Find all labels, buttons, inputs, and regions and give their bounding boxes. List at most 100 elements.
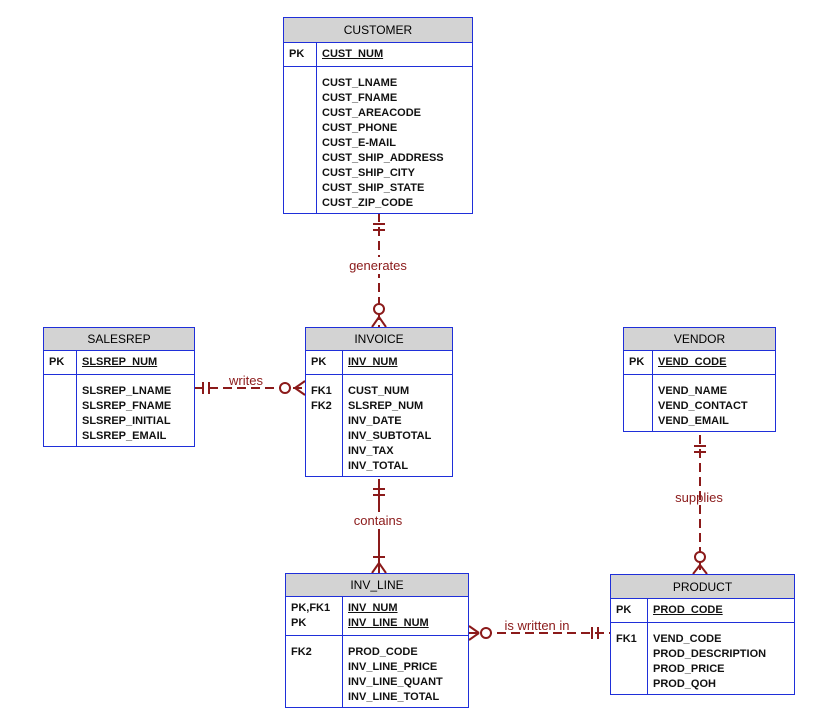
key-label: PK: [629, 356, 645, 368]
entity-title: INVOICE: [306, 328, 452, 351]
attribute-row: CUST_PHONE: [284, 121, 472, 136]
generates-crow-left: [371, 316, 380, 328]
attribute-name: CUST_E-MAIL: [322, 137, 396, 149]
key-label: PK: [49, 356, 65, 368]
attribute-name: CUST_NUM: [348, 385, 410, 397]
attribute-row: VEND_EMAIL: [624, 414, 775, 429]
attribute-name: VEND_CODE: [658, 356, 727, 368]
attribute-row: INV_LINE_PRICE: [286, 660, 468, 675]
attribute-row: CUST_AREACODE: [284, 106, 472, 121]
writes-label: writes: [228, 373, 263, 388]
key-label: PK: [311, 356, 327, 368]
attribute-name: SLSREP_NUM: [348, 400, 424, 412]
entity-title: INV_LINE: [286, 574, 468, 597]
attribute-name: CUST_NUM: [322, 48, 384, 60]
key-label: FK2: [291, 646, 312, 658]
contains-label: contains: [354, 513, 403, 528]
contains-label-bg: [346, 512, 412, 529]
attribute-name: PROD_DESCRIPTION: [653, 648, 767, 660]
attribute-row: CUST_ZIP_CODE: [284, 196, 472, 211]
is-written-in-crow-top: [468, 625, 480, 634]
attribute-name: PROD_PRICE: [653, 663, 725, 675]
attribute-name: CUST_SHIP_STATE: [322, 182, 425, 194]
attribute-name: INV_LINE_TOTAL: [348, 691, 440, 703]
attribute-row: CUST_E-MAIL: [284, 136, 472, 151]
attribute-name: CUST_ZIP_CODE: [322, 197, 414, 209]
attribute-name: INV_NUM: [348, 356, 398, 368]
attribute-name: VEND_EMAIL: [658, 415, 729, 427]
attribute-name: SLSREP_NUM: [82, 356, 158, 368]
attribute-row: CUST_FNAME: [284, 91, 472, 106]
attribute-name: INV_DATE: [348, 415, 402, 427]
attribute-name: SLSREP_EMAIL: [82, 430, 167, 442]
primary-key-section: PK INV_NUM: [306, 351, 452, 375]
attribute-row: PROD_QOH: [611, 677, 794, 692]
primary-key-row: PK INV_NUM: [306, 355, 452, 370]
attribute-row: VEND_NAME: [624, 384, 775, 399]
contains-crow-left: [371, 562, 380, 574]
attribute-row: INV_LINE_QUANT: [286, 675, 468, 690]
writes-crow-bottom: [294, 387, 306, 396]
attribute-row: INV_DATE: [306, 414, 452, 429]
attribute-row: INV_TOTAL: [306, 459, 452, 474]
writes-crow-top: [294, 380, 306, 389]
attribute-name: CUST_PHONE: [322, 122, 398, 134]
attribute-name: PROD_CODE: [653, 604, 723, 616]
attribute-row: CUST_SHIP_CITY: [284, 166, 472, 181]
attribute-name: INV_LINE_QUANT: [348, 676, 443, 688]
generates-crow-right: [378, 316, 387, 328]
attribute-name: CUST_FNAME: [322, 92, 398, 104]
key-label: FK1: [311, 385, 332, 397]
attribute-row: PROD_PRICE: [611, 662, 794, 677]
attribute-name: SLSREP_LNAME: [82, 385, 172, 397]
attribute-row: VEND_CONTACT: [624, 399, 775, 414]
is-written-in-zero-mark: [480, 627, 492, 639]
attribute-section: CUST_LNAME CUST_FNAME CUST_AREACODE CUST_PH…: [284, 67, 472, 213]
attribute-row: INV_TAX: [306, 444, 452, 459]
key-label: PK: [616, 604, 632, 616]
attribute-name: INV_SUBTOTAL: [348, 430, 432, 442]
attribute-row: SLSREP_LNAME: [44, 384, 194, 399]
generates-label-bg: [340, 257, 416, 274]
attribute-name: CUST_SHIP_CITY: [322, 167, 415, 179]
attribute-name: CUST_AREACODE: [322, 107, 422, 119]
primary-key-section: PK PROD_CODE: [611, 599, 794, 623]
primary-key-row: PK SLSREP_NUM: [44, 355, 194, 370]
attribute-row: SLSREP_FNAME: [44, 399, 194, 414]
primary-key-section: PK VEND_CODE: [624, 351, 775, 375]
entity-title: VENDOR: [624, 328, 775, 351]
attribute-name: CUST_LNAME: [322, 77, 398, 89]
attribute-row: PROD_DESCRIPTION: [611, 647, 794, 662]
supplies-crow-right: [699, 564, 708, 575]
attribute-name: SLSREP_FNAME: [82, 400, 172, 412]
key-label: PK,FK1: [291, 602, 331, 614]
attribute-row: SLSREP_INITIAL: [44, 414, 194, 429]
attribute-name: INV_LINE_PRICE: [348, 661, 438, 673]
primary-key-section: PK SLSREP_NUM: [44, 351, 194, 375]
attribute-name: INV_TOTAL: [348, 460, 409, 472]
attribute-row: CUST_LNAME: [284, 76, 472, 91]
attribute-row: INV_LINE_TOTAL: [286, 690, 468, 705]
attribute-row: CUST_SHIP_STATE: [284, 181, 472, 196]
entity-title: CUSTOMER: [284, 18, 472, 43]
generates-zero-mark: [373, 303, 385, 315]
primary-key-row: PK PROD_CODE: [611, 603, 794, 618]
key-label: PK: [291, 617, 307, 629]
primary-key-row: PK VEND_CODE: [624, 355, 775, 370]
